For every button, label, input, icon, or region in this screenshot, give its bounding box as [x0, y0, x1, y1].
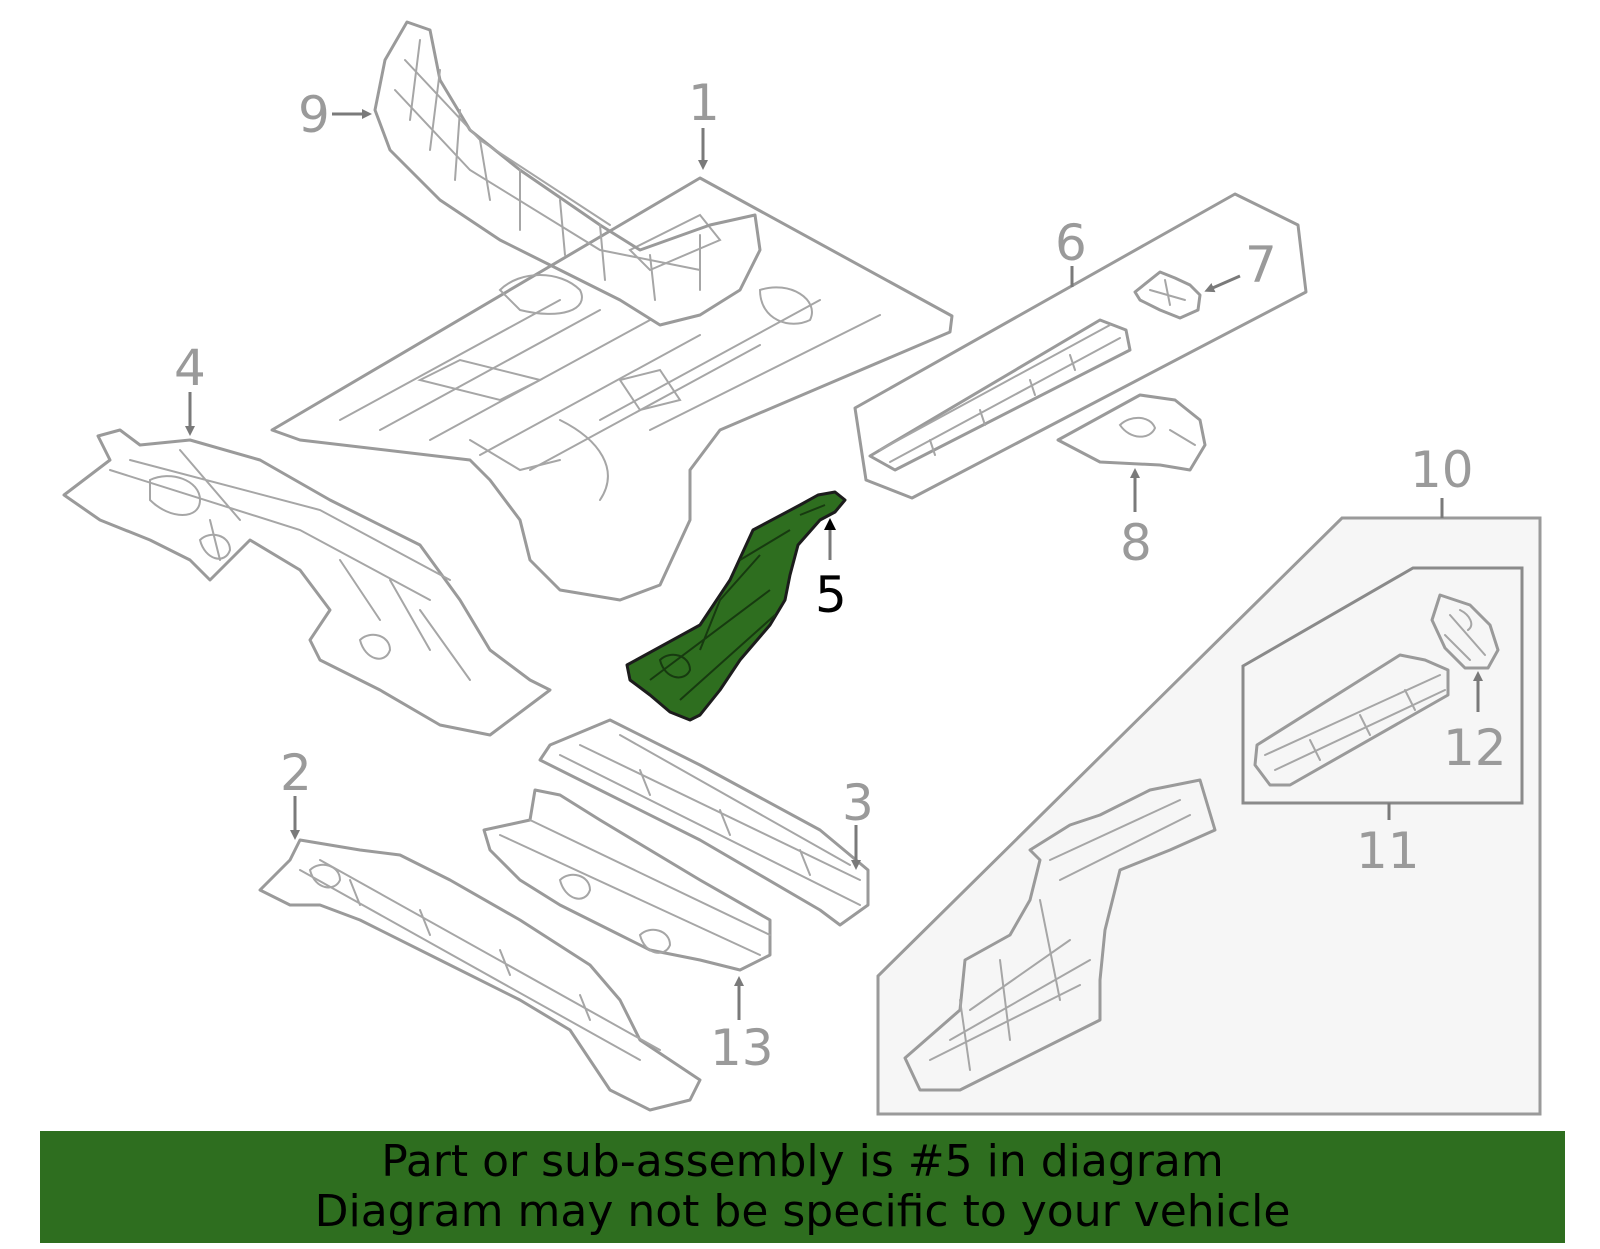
callout-12: 12 [1443, 719, 1507, 777]
part-3-crossmember[interactable] [538, 718, 870, 927]
callout-3: 3 [842, 774, 874, 832]
callout-2: 2 [280, 744, 312, 802]
part-5-highlighted-bracket[interactable] [625, 490, 847, 722]
callout-8: 8 [1120, 514, 1152, 572]
callout-5: 5 [815, 566, 847, 624]
part-6-rail-box[interactable] [853, 192, 1308, 500]
part-13-crossmember[interactable] [482, 788, 772, 972]
banner-disclaimer-line: Diagram may not be specific to your vehi… [314, 1186, 1291, 1237]
part-10-side-member[interactable] [903, 778, 1217, 1092]
callout-6: 6 [1055, 214, 1087, 272]
part-1-floor-pan[interactable] [270, 176, 954, 602]
callout-10: 10 [1410, 441, 1474, 499]
callout-9: 9 [298, 86, 330, 144]
callout-1: 1 [688, 74, 720, 132]
info-banner: Part or sub-assembly is #5 in diagram Di… [40, 1131, 1565, 1243]
callout-13: 13 [710, 1019, 774, 1077]
part-7-bracket[interactable] [1133, 270, 1202, 320]
part-11-rail[interactable] [1253, 653, 1450, 787]
part-2-lower-rail[interactable] [258, 838, 702, 1112]
part-12-plate[interactable] [1430, 593, 1500, 670]
part-8-plate[interactable] [1056, 393, 1207, 472]
banner-part-line: Part or sub-assembly is #5 in diagram [381, 1136, 1224, 1187]
callout-4: 4 [174, 339, 206, 397]
part-9-upper-rail[interactable] [373, 20, 762, 327]
part-4-side-member[interactable] [62, 428, 552, 737]
callout-7: 7 [1245, 236, 1277, 294]
callout-11: 11 [1356, 822, 1420, 880]
leader-7 [1204, 274, 1241, 293]
